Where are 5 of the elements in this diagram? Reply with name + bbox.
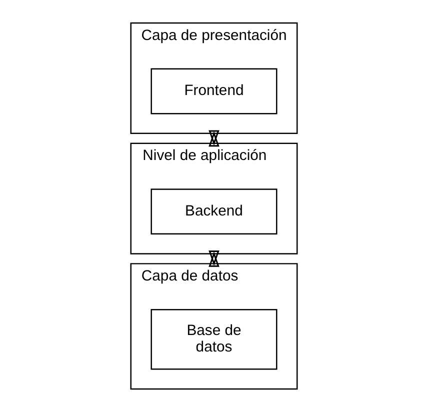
node-box: Base de datos xyxy=(150,308,277,370)
arrow xyxy=(208,130,219,147)
arrow xyxy=(208,250,219,267)
node-box: Frontend xyxy=(150,68,277,114)
node-box: Backend xyxy=(150,188,277,235)
